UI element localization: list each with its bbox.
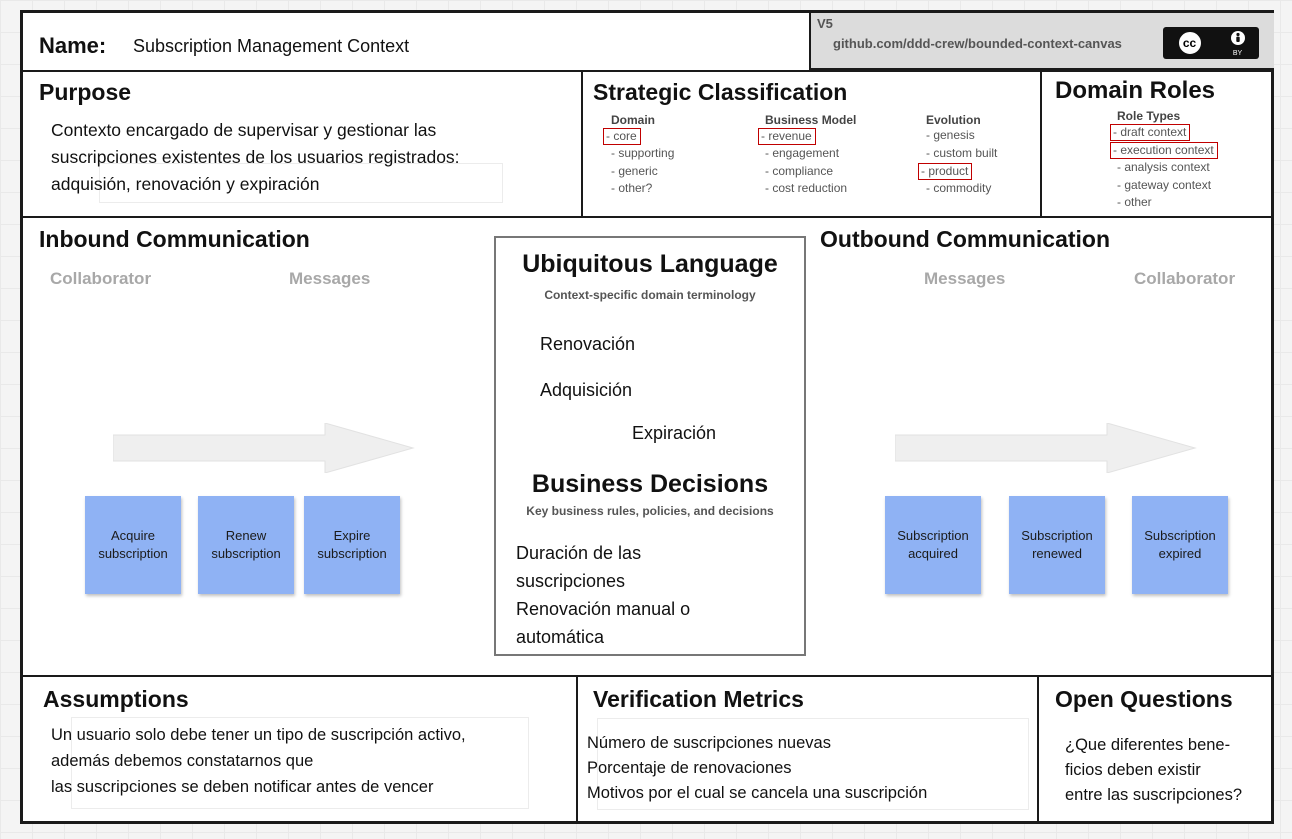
open-questions-text[interactable]: ¿Que diferentes bene- ficios deben exist…: [1065, 733, 1242, 808]
domain-option-supporting[interactable]: - supporting: [611, 146, 675, 160]
name-label: Name:: [39, 33, 107, 58]
question-line: ¿Que diferentes bene-: [1065, 736, 1231, 754]
purpose-line: suscripciones existentes de los usuarios…: [51, 147, 460, 167]
role-types-heading: Role Types: [1117, 109, 1181, 123]
divider-top-row: [23, 216, 1274, 218]
assumptions-textbox: [71, 717, 529, 809]
ubiquitous-subtitle: Context-specific domain terminology: [544, 288, 756, 302]
business-decisions-title: Business Decisions: [531, 470, 769, 498]
role-option-gateway[interactable]: - gateway context: [1117, 177, 1212, 192]
inbound-messages-label: Messages: [289, 269, 371, 288]
business-model-heading: Business Model: [765, 113, 857, 127]
outbound-collaborator-label: Collaborator: [1134, 269, 1236, 288]
question-line: entre las suscripciones?: [1065, 786, 1243, 804]
person-icon: [1230, 30, 1246, 50]
outbound-message-acquired[interactable]: Subscription acquired: [885, 496, 981, 594]
divider-bottom-row: [23, 675, 1274, 677]
decision-line: Duración de las: [516, 543, 642, 563]
domain-option-generic[interactable]: - generic: [611, 163, 658, 178]
version-panel: V5 github.com/ddd-crew/bounded-context-c…: [809, 13, 1274, 70]
strategic-title: Strategic Classification: [593, 79, 848, 105]
purpose-line: adquisión, renovación y expiración: [51, 174, 320, 194]
divider-purpose: [581, 70, 583, 216]
metrics-text[interactable]: Número de suscripciones nuevas Porcentaj…: [587, 731, 927, 806]
purpose-line: Contexto encargado de supervisar y gesti…: [51, 120, 437, 140]
metrics-textbox: [597, 718, 1029, 810]
assumptions-title: Assumptions: [43, 686, 189, 712]
decision-line: suscripciones: [516, 571, 626, 591]
business-model-option-engagement[interactable]: - engagement: [765, 146, 840, 160]
inbound-message-expire[interactable]: Expire subscription: [304, 496, 400, 594]
metric-line: Porcentaje de renovaciones: [587, 759, 792, 777]
evolution-option-custom-built[interactable]: - custom built: [926, 145, 998, 160]
metric-line: Número de suscripciones nuevas: [587, 734, 831, 752]
role-option-analysis[interactable]: - analysis context: [1117, 160, 1210, 174]
divider-strategic: [1040, 70, 1042, 216]
term-adquisicion[interactable]: Adquisición: [540, 380, 633, 400]
divider-metrics: [1037, 675, 1039, 824]
role-option-draft[interactable]: - draft context: [1109, 124, 1191, 141]
assumptions-text[interactable]: Un usuario solo debe tener un tipo de su…: [51, 722, 466, 800]
github-link[interactable]: github.com/ddd-crew/bounded-context-canv…: [833, 36, 1122, 51]
domain-column: Domain - core - supporting - generic - o…: [603, 113, 675, 198]
evolution-column: Evolution - genesis - custom built - pro…: [917, 113, 998, 198]
evolution-option-commodity[interactable]: - commodity: [926, 181, 992, 195]
evolution-option-genesis[interactable]: - genesis: [926, 128, 975, 142]
role-option-execution[interactable]: - execution context: [1110, 142, 1218, 159]
inbound-message-renew[interactable]: Renew subscription: [198, 496, 294, 594]
assumption-line: las suscripciones se deben notificar ant…: [51, 778, 434, 796]
open-questions-title: Open Questions: [1055, 686, 1233, 712]
business-decisions-subtitle: Key business rules, policies, and decisi…: [526, 504, 774, 518]
divider-header: [23, 70, 1274, 72]
evolution-heading: Evolution: [926, 113, 981, 127]
outbound-messages-label: Messages: [924, 269, 1006, 288]
term-renovacion[interactable]: Renovación: [540, 334, 636, 354]
domain-option-core[interactable]: - core: [603, 128, 641, 145]
bounded-context-canvas: Name: Subscription Management Context V5…: [20, 10, 1274, 824]
purpose-title: Purpose: [39, 79, 132, 105]
inbound-title: Inbound Communication: [39, 226, 310, 252]
version-label: V5: [817, 16, 833, 31]
outbound-message-renewed[interactable]: Subscription renewed: [1009, 496, 1105, 594]
inbound-message-acquire[interactable]: Acquire subscription: [85, 496, 181, 594]
term-expiracion[interactable]: Expiración: [632, 423, 717, 443]
metrics-title: Verification Metrics: [593, 686, 804, 712]
role-option-other[interactable]: - other: [1117, 195, 1152, 209]
context-name[interactable]: Subscription Management Context: [133, 36, 410, 56]
divider-assumptions: [576, 675, 578, 824]
outbound-message-expired[interactable]: Subscription expired: [1132, 496, 1228, 594]
metric-line: Motivos por el cual se cancela una suscr…: [587, 784, 928, 802]
domain-roles-title: Domain Roles: [1055, 77, 1216, 104]
inbound-arrow: [113, 423, 415, 473]
decision-line: Renovación manual o: [516, 599, 691, 619]
license-badge[interactable]: cc BY: [1163, 27, 1259, 59]
business-model-option-revenue[interactable]: - revenue: [758, 128, 816, 145]
assumption-line: Un usuario solo debe tener un tipo de su…: [51, 726, 466, 744]
inbound-collaborator-label: Collaborator: [50, 269, 152, 288]
purpose-text[interactable]: Contexto encargado de supervisar y gesti…: [51, 117, 460, 198]
decision-line: automática: [516, 627, 605, 647]
by-label: BY: [1232, 49, 1243, 57]
business-model-option-cost-reduction[interactable]: - cost reduction: [765, 181, 848, 195]
purpose-textbox: [99, 163, 503, 203]
business-model-option-compliance[interactable]: - compliance: [765, 163, 834, 178]
assumption-line: además debemos constatarnos que: [51, 752, 314, 770]
ubiquitous-language-panel: Ubiquitous Language Context-specific dom…: [494, 236, 806, 656]
outbound-arrow: [895, 423, 1197, 473]
question-line: ficios deben existir: [1065, 761, 1201, 779]
domain-heading: Domain: [611, 113, 656, 127]
role-types-column: Role Types - draft context - execution c…: [1109, 109, 1218, 212]
business-decisions-text[interactable]: Duración de las suscripciones Renovación…: [516, 539, 690, 651]
ubiquitous-title: Ubiquitous Language: [522, 250, 778, 278]
attribution: BY: [1230, 30, 1246, 57]
evolution-option-product[interactable]: - product: [917, 163, 973, 180]
cc-icon: cc: [1176, 30, 1203, 56]
business-model-column: Business Model - revenue - engagement - …: [758, 113, 857, 198]
domain-option-other[interactable]: - other?: [611, 181, 653, 195]
outbound-title: Outbound Communication: [820, 226, 1111, 252]
